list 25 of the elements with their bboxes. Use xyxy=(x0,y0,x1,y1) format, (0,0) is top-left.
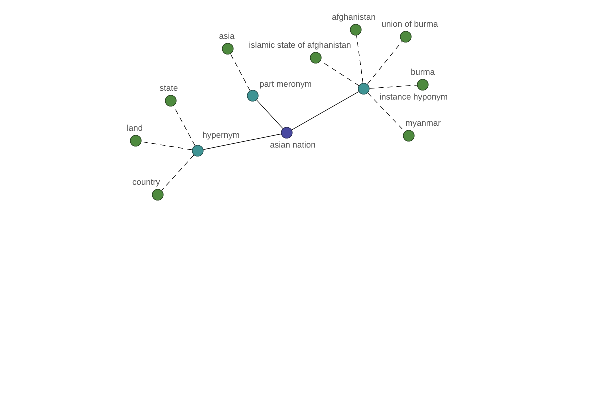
node-label: hypernym xyxy=(203,132,240,140)
dashed-link xyxy=(320,60,360,86)
node-label: instance hyponym xyxy=(380,94,448,102)
node-label: myanmar xyxy=(406,121,441,128)
dashed-link xyxy=(356,35,364,84)
dashed-link xyxy=(173,106,196,146)
node-label: part meronym xyxy=(260,82,312,89)
node-label: country xyxy=(132,180,160,187)
node-label: afghanistan xyxy=(332,14,376,22)
dashed-link xyxy=(367,41,403,85)
link-line xyxy=(203,134,282,150)
node-label: burma xyxy=(412,68,435,76)
node-label: union of burma xyxy=(382,20,438,28)
node-label: asian nation xyxy=(270,142,316,148)
dashed-link xyxy=(368,92,406,132)
dashed-link xyxy=(141,142,193,150)
dashed-link xyxy=(162,155,194,192)
node-label: islamic state of afghanistan xyxy=(250,42,351,50)
node-label: state xyxy=(160,86,178,92)
node-label: asia xyxy=(220,32,235,40)
node-label: land xyxy=(128,124,142,132)
link-line xyxy=(256,100,284,130)
dashed-link xyxy=(230,54,251,92)
dashed-link xyxy=(370,85,418,89)
link-line xyxy=(292,92,360,130)
